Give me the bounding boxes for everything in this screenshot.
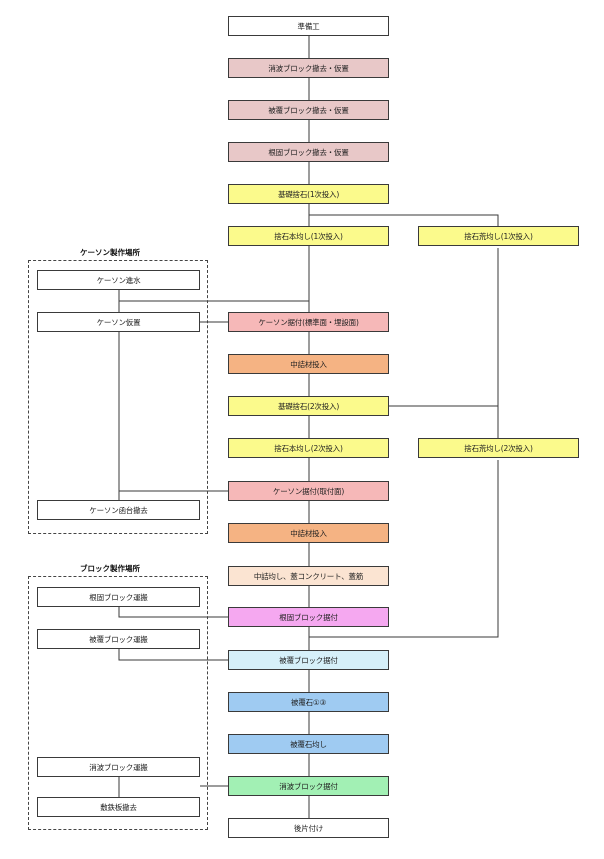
wave-block-transport: 消波ブロック運搬 xyxy=(37,757,200,777)
foot-block-transport: 根固ブロック運搬 xyxy=(37,587,200,607)
step-preparation: 準備工 xyxy=(228,16,389,36)
step-cleanup: 後片付け xyxy=(228,818,389,838)
step-wave-block-install: 消波ブロック据付 xyxy=(228,776,389,796)
caisson-temp-storage: ケーソン仮置 xyxy=(37,312,200,332)
step-rubble-leveling-2nd: 捨石本均し(2次投入) xyxy=(228,438,389,458)
step-rubble-leveling-1st: 捨石本均し(1次投入) xyxy=(228,226,389,246)
step-rubble-2nd: 基礎捨石(2次投入) xyxy=(228,396,389,416)
step-fill-leveling-cap: 中詰均し、蓋コンクリート、蓋筋 xyxy=(228,566,389,586)
step-armor-block-install: 被覆ブロック据付 xyxy=(228,650,389,670)
step-rough-leveling-1st: 捨石荒均し(1次投入) xyxy=(418,226,579,246)
step-foot-block-install: 根固ブロック据付 xyxy=(228,607,389,627)
step-foot-block-removal: 根固ブロック撤去・仮置 xyxy=(228,142,389,162)
caisson-yard-title: ケーソン製作場所 xyxy=(80,248,140,257)
step-rough-leveling-2nd: 捨石荒均し(2次投入) xyxy=(418,438,579,458)
block-yard-group xyxy=(28,576,208,830)
step-fill-2: 中詰材投入 xyxy=(228,523,389,543)
step-caisson-install-std: ケーソン据付(標準面・埋設面) xyxy=(228,312,389,332)
step-armor-stone: 被覆石①③ xyxy=(228,692,389,712)
step-caisson-install-attach: ケーソン据付(取付面) xyxy=(228,481,389,501)
armor-block-transport: 被覆ブロック運搬 xyxy=(37,629,200,649)
block-yard-title: ブロック製作場所 xyxy=(80,564,140,573)
step-armor-block-removal: 被覆ブロック撤去・仮置 xyxy=(228,100,389,120)
step-wave-block-removal: 消波ブロック撤去・仮置 xyxy=(228,58,389,78)
caisson-yard-group xyxy=(28,260,208,534)
step-fill-1: 中詰材投入 xyxy=(228,354,389,374)
caisson-cradle-removal: ケーソン函台撤去 xyxy=(37,500,200,520)
step-armor-stone-leveling: 被覆石均し xyxy=(228,734,389,754)
step-rubble-1st: 基礎捨石(1次投入) xyxy=(228,184,389,204)
steel-plate-removal: 敷鉄板撤去 xyxy=(37,797,200,817)
caisson-launch: ケーソン進水 xyxy=(37,270,200,290)
